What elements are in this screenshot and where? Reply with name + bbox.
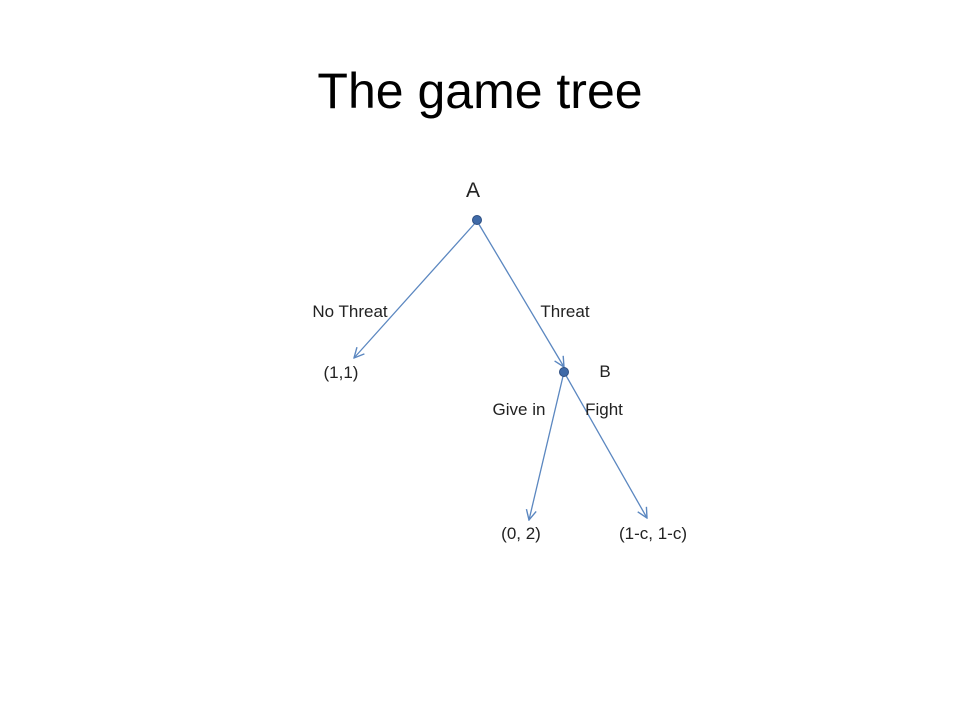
edge-give-in — [529, 371, 565, 520]
payoff-fight: (1-c, 1-c) — [619, 524, 687, 543]
node-b — [559, 367, 569, 377]
node-a — [472, 215, 482, 225]
edge-label-fight: Fight — [585, 400, 623, 419]
slide-title: The game tree — [317, 63, 643, 119]
node-b-label: B — [599, 362, 610, 381]
payoff-no-threat: (1,1) — [324, 363, 359, 382]
edge-label-no-threat: No Threat — [312, 302, 388, 321]
edge-label-threat: Threat — [540, 302, 589, 321]
edge-threat — [476, 220, 564, 367]
edge-fight — [563, 371, 647, 518]
edge-label-give-in: Give in — [493, 400, 546, 419]
node-a-label: A — [466, 179, 480, 202]
payoff-give-in: (0, 2) — [501, 524, 541, 543]
edge-no-threat — [354, 220, 478, 358]
